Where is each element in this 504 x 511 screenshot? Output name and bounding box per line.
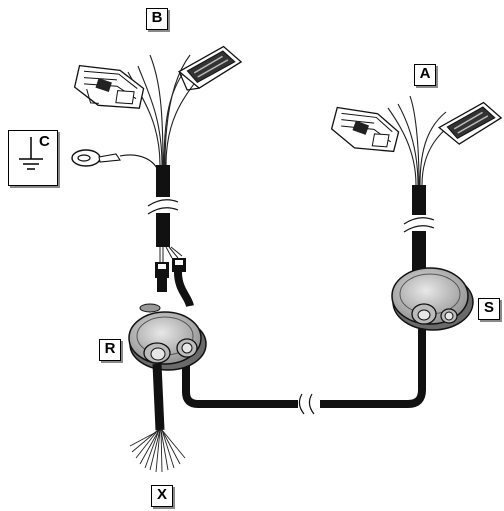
ring-terminal-icon xyxy=(71,149,161,179)
main-cable xyxy=(182,344,304,408)
harness-b-cable-2 xyxy=(174,271,194,308)
callout-s: S xyxy=(478,298,500,320)
harness-a-sleeve-lower xyxy=(412,231,426,271)
connector-icon xyxy=(177,45,243,91)
connector-icon xyxy=(437,101,503,145)
harness-a-wires xyxy=(387,95,459,186)
harness-x-cable xyxy=(152,363,165,431)
callout-a: A xyxy=(414,64,436,86)
harness-a-sleeve xyxy=(412,185,426,215)
harness-b-sleeve xyxy=(156,165,170,197)
grommet-icon xyxy=(128,303,207,371)
harness-b-split xyxy=(159,246,183,262)
grommet-icon xyxy=(391,267,474,331)
harness-x-wires xyxy=(129,429,186,473)
break-mark-icon xyxy=(403,217,435,233)
callout-b: B xyxy=(146,8,168,30)
connector-icon xyxy=(73,64,145,109)
callout-x: X xyxy=(151,485,173,507)
connector-icon xyxy=(330,106,400,153)
harness-b-sleeve-lower xyxy=(156,213,170,247)
ground-callout: C xyxy=(8,130,58,186)
callout-r: R xyxy=(99,339,121,361)
break-mark-icon xyxy=(147,199,179,215)
ground-symbol-icon xyxy=(19,137,43,170)
break-mark-icon xyxy=(298,393,320,415)
main-cable-right xyxy=(314,326,426,408)
callout-c: C xyxy=(39,133,50,150)
